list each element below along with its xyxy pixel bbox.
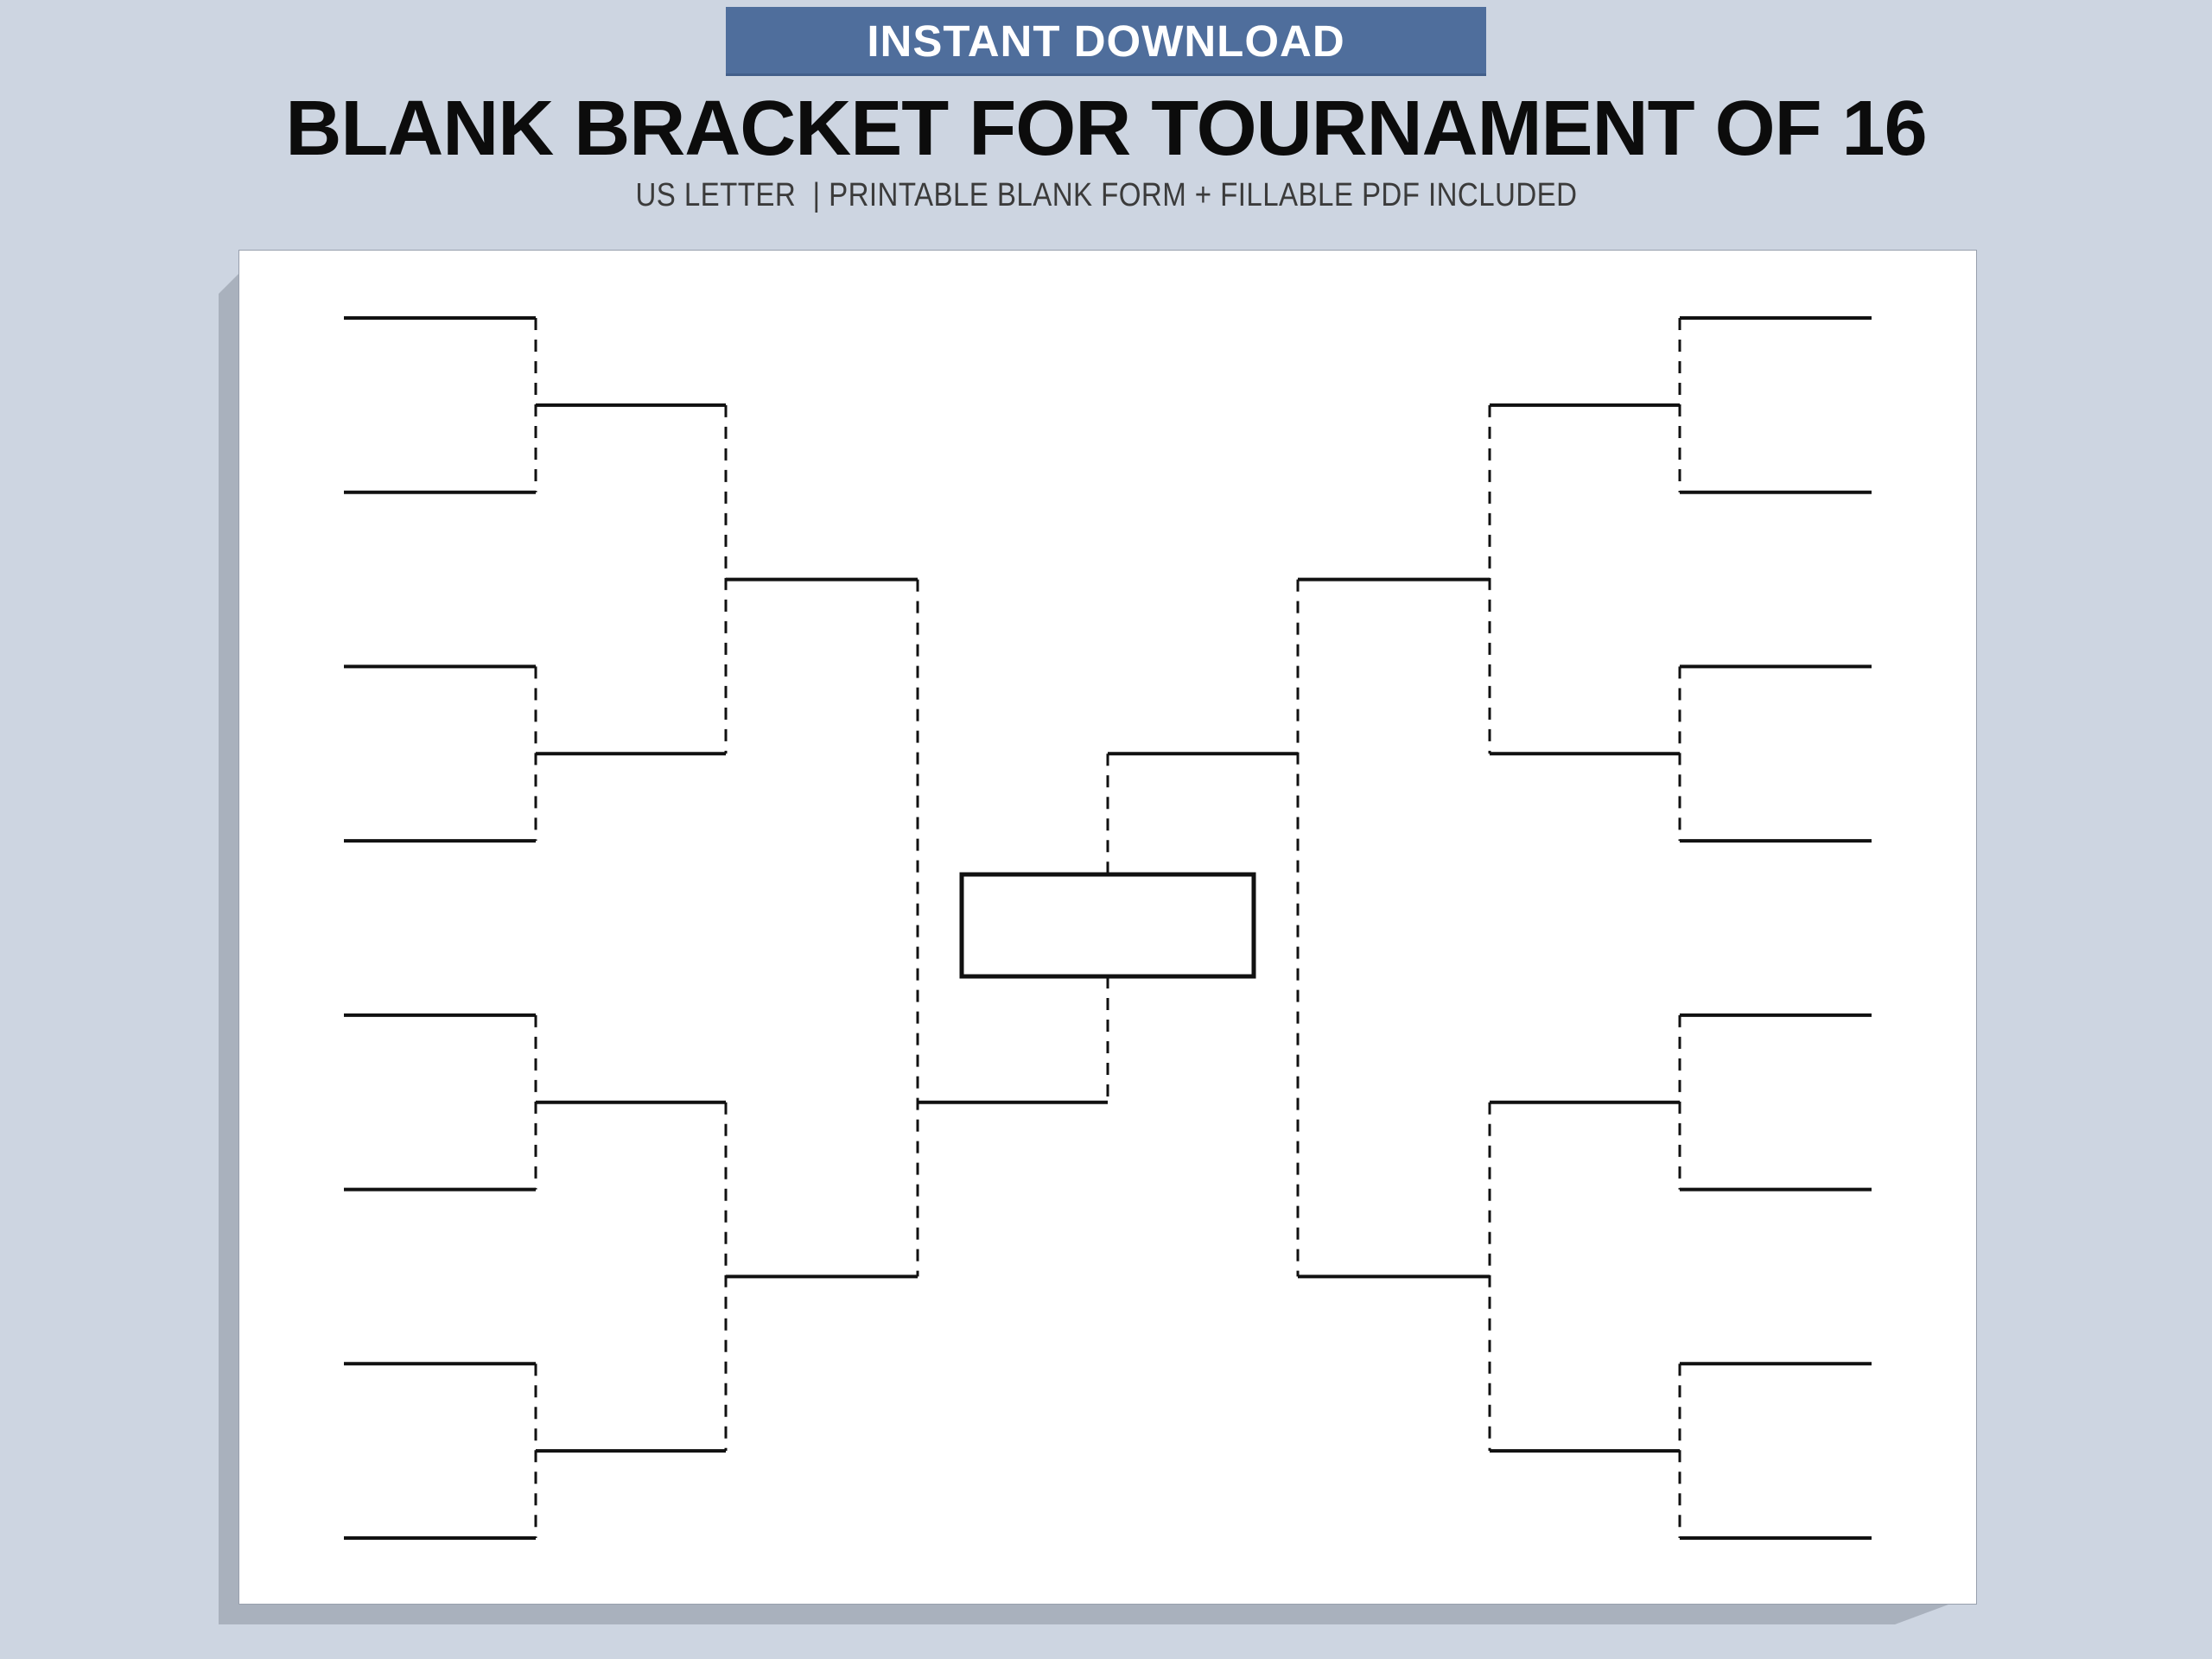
banner-label: INSTANT DOWNLOAD [867,16,1345,66]
printable-page [238,250,1977,1605]
subtitle-text: US LETTER | PRINTABLE BLANK FORM + FILLA… [634,177,1578,213]
bracket-right [1108,316,1872,1540]
bracket-final [959,753,1256,1103]
page-title: BLANK BRACKET FOR TOURNAMENT OF 16 [285,86,1927,172]
bracket-left [344,316,1108,1540]
champion-box [959,872,1256,979]
tournament-bracket-diagram [344,316,1872,1540]
instant-download-banner: INSTANT DOWNLOAD [726,7,1486,76]
subtitle: US LETTER | PRINTABLE BLANK FORM + FILLA… [0,175,2212,216]
